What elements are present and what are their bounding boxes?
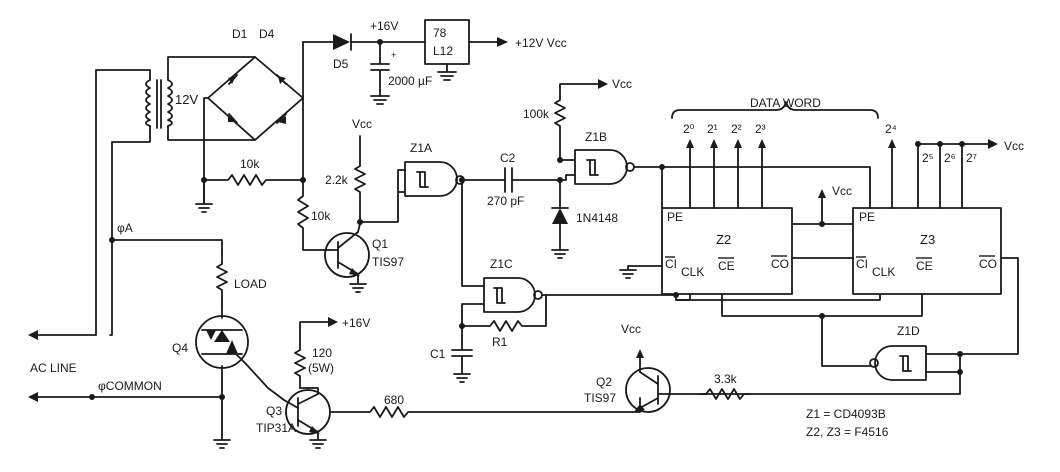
ac-line: φA LOAD AC LINE φCOMMON [28,221,267,402]
q4-label: Q4 [172,341,188,355]
bridge-rectifier: D1 D4 [203,27,304,205]
svg-text:+: + [391,50,396,60]
notes: Z1 = CD4093B Z2, Z3 = F4516 [806,407,889,439]
bit-2-7-label: 2⁷ [966,151,977,165]
z3-co-label: CO [979,257,997,271]
z3-ci-label: CI [856,257,868,271]
diode-d5-label: D5 [333,57,349,71]
bit-2-3-label: 2³ [755,122,766,136]
q2-type-label: TIS97 [584,391,616,405]
transistor-q1: Q1 TIS97 [324,219,404,293]
r10k-v-label: 10k [311,209,331,223]
diode-1n4148: 1N4148 [551,179,618,259]
transistor-q2: Vcc Q2 TIS97 3.3k [584,322,751,413]
z2-label: Z2 [716,232,731,247]
gate-z1b: Z1B [559,130,665,209]
r1-label: R1 [492,335,508,349]
filter-capacitor: + 2000 µF [370,41,432,105]
r680-label: 680 [384,393,404,407]
vcc-z2-label: Vcc [832,184,852,198]
regulator-label-line2: L12 [433,44,453,58]
bit-2-2-label: 2² [731,122,742,136]
diode-d4-label: D4 [259,27,275,41]
z2-outputs: 2⁰ 2¹ 2² 2³ [683,122,766,209]
r120-label: 120 [312,346,332,360]
load-label: LOAD [234,277,267,291]
c1-label: C1 [430,347,446,361]
diode-d1-label: D1 [232,27,248,41]
z3-label: Z3 [920,232,935,247]
q1-label: Q1 [372,237,388,251]
q3-type-label: TIP31A [256,421,296,435]
diode-d5: D5 +16V [302,19,426,71]
diode-1n4148-label: 1N4148 [576,211,618,225]
supply-12v-vcc-label: +12V Vcc [515,36,567,50]
z2-pe-label: PE [667,210,683,224]
q3-label: Q3 [266,404,282,418]
regulator-label-line1: 78 [433,26,447,40]
bit-2-5-label: 2⁵ [922,151,934,165]
q2-label: Q2 [596,375,612,389]
transistor-q3: Q3 TIP31A 680 [256,387,641,449]
z1d-label: Z1D [897,324,920,338]
supply-16v-label: +16V [370,19,398,33]
z1a-label: Z1A [410,141,432,155]
r100k-label: 100k [523,107,550,121]
vcc-z2-z3: Vcc [661,166,871,259]
counter-z2: PE Z2 CI CLK CE CO [619,207,793,295]
z2-co-label: CO [771,257,789,271]
bit-2-4-label: 2⁴ [885,122,897,136]
bit-2-1-label: 2¹ [707,122,718,136]
gate-z1a: Z1A [397,141,506,197]
z1b-label: Z1B [585,130,607,144]
z1c-label: Z1C [490,257,513,271]
vcc-z3-label: Vcc [1004,139,1024,153]
vcc-100k-label: Vcc [612,77,632,91]
c2-value-label: 270 pF [487,194,524,208]
note-z2-z3: Z2, Z3 = F4516 [806,425,889,439]
v16-q3-label: +16V [342,316,370,330]
r10k-h-label: 10k [240,157,260,171]
z3-ce-label: CE [916,259,933,273]
capacitor-c2: C2 270 pF [487,151,563,208]
data-word-brace: DATA WORD [671,96,879,119]
bit-2-0-label: 2⁰ [683,122,695,136]
z3-outputs: 2⁴ Vcc 2⁵ 2⁶ 2⁷ [885,122,1024,209]
bit-2-6-label: 2⁶ [944,151,956,165]
r10k-vertical: 10k [297,97,331,251]
phi-common-label: φCOMMON [98,379,162,393]
z2-clk-label: CLK [681,265,704,279]
gate-z1d: Z1D [699,324,963,395]
data-word-label: DATA WORD [750,96,821,110]
transformer: 12V [95,56,256,336]
transformer-secondary-label: 12V [175,92,198,107]
triac-q4: Q4 [172,304,285,449]
r120-watt-label: (5W) [308,361,334,375]
c2-label: C2 [500,151,516,165]
r2k2: Vcc 2.2k [325,117,406,225]
regulator-78l12: 78 L12 +12V Vcc [424,19,567,81]
r120: +16V 120 (5W) [294,316,370,389]
z2-ce-label: CE [718,259,735,273]
q1-type-label: TIS97 [372,255,404,269]
z3-clk-label: CLK [872,265,895,279]
vcc-q2-label: Vcc [621,322,641,336]
r2k2-label: 2.2k [325,173,349,187]
vcc-q1-label: Vcc [352,117,372,131]
r33k-label: 3.3k [714,372,738,386]
gate-z1c: Z1C R1 C1 [430,177,679,383]
z3-pe-label: PE [859,210,875,224]
z2-ci-label: CI [665,257,677,271]
cap-2000uf-label: 2000 µF [388,74,432,88]
clock-enable-wires [675,257,1019,367]
r10k-horizontal: 10k [195,157,306,213]
note-z1: Z1 = CD4093B [806,407,886,421]
counter-z3: PE Z3 CI CLK CE CO [852,207,1002,295]
phi-a-label: φA [117,221,133,235]
r100k: Vcc 100k [523,77,632,163]
ac-line-label: AC LINE [30,361,77,375]
